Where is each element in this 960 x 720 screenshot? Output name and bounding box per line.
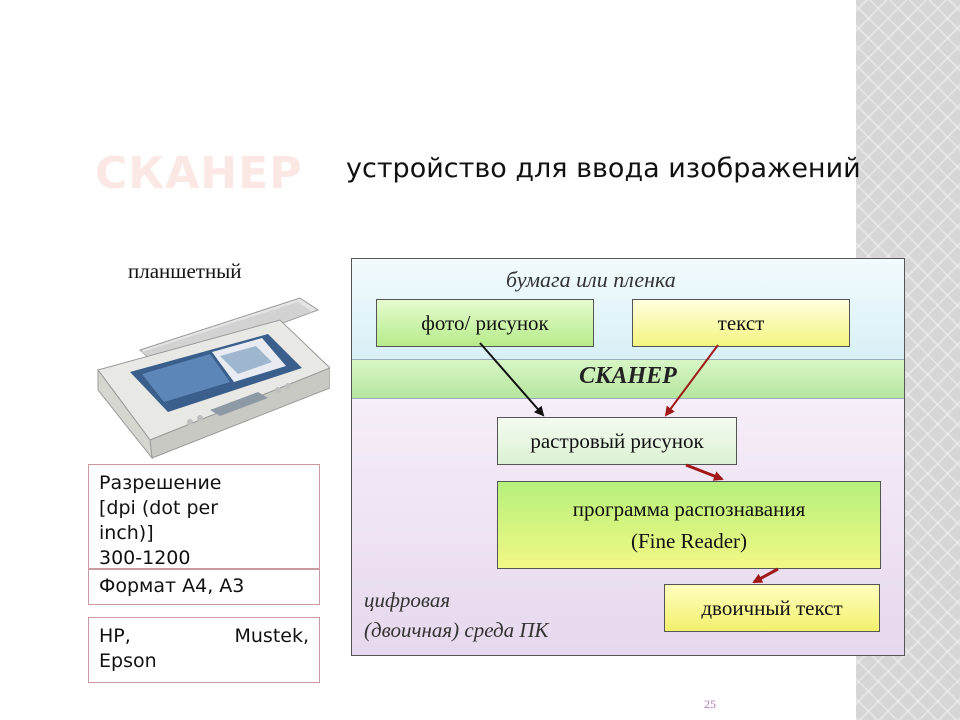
digital-label-line: цифровая bbox=[364, 588, 451, 612]
scanner-zone-label: СКАНЕР bbox=[579, 363, 677, 389]
digital-zone-label: цифровая (двоичная) среда ПК bbox=[364, 585, 549, 645]
text-box: текст bbox=[632, 299, 850, 347]
recognition-program-box: программа распознавания (Fine Reader) bbox=[497, 481, 881, 569]
program-line: программа распознавания bbox=[572, 497, 806, 521]
brand-epson: Epson bbox=[99, 650, 157, 672]
resolution-line: inch)] bbox=[99, 522, 154, 544]
resolution-line: Разрешение bbox=[99, 472, 222, 494]
scanner-zone bbox=[352, 359, 904, 399]
resolution-line: [dpi (dot per bbox=[99, 497, 219, 519]
paper-zone-label: бумага или пленка bbox=[506, 267, 676, 292]
page-number: 25 bbox=[704, 697, 716, 711]
slide-subtitle: устройство для ввода изображений bbox=[346, 153, 861, 184]
photo-drawing-box: фото/ рисунок bbox=[376, 299, 594, 347]
format-box: Формат А4, А3 bbox=[88, 569, 320, 605]
raster-image-box: растровый рисунок bbox=[497, 417, 737, 465]
brands-box: HP, Mustek, Epson bbox=[88, 617, 320, 683]
flatbed-scanner-icon bbox=[97, 297, 330, 460]
resolution-box: Разрешение [dpi (dot per inch)] 300-1200 bbox=[88, 464, 320, 569]
scanner-type-label: планшетный bbox=[128, 259, 242, 283]
scanning-process-diagram: бумага или пленка СКАНЕР цифровая (двоич… bbox=[351, 258, 905, 656]
program-line: (Fine Reader) bbox=[630, 529, 748, 553]
resolution-line: 300-1200 bbox=[99, 547, 191, 569]
brand-mustek: Mustek, bbox=[234, 625, 309, 647]
brand-hp: HP, bbox=[99, 625, 131, 647]
digital-label-line: (двоичная) среда ПК bbox=[364, 618, 549, 642]
binary-text-box: двоичный текст bbox=[664, 584, 880, 632]
slide-title: СКАНЕР bbox=[95, 148, 303, 199]
